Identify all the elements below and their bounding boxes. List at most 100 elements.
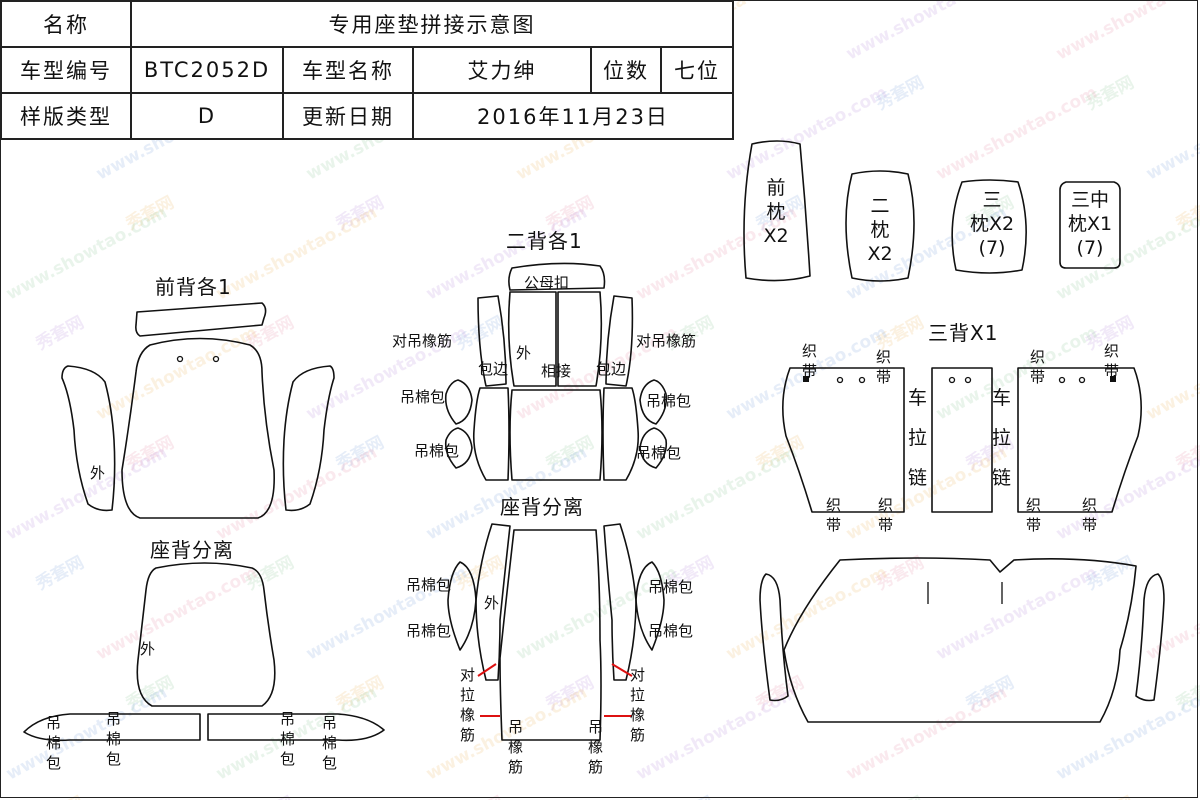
third-hole-5 xyxy=(1058,376,1066,384)
strap-mark-1 xyxy=(803,376,809,382)
strap-label-6: 织带 xyxy=(878,496,893,534)
svg-text:带: 带 xyxy=(1026,516,1041,534)
front-side-outside-label: 外 xyxy=(90,464,105,482)
front-cushion-outside-label: 外 xyxy=(140,640,155,658)
svg-text:X2: X2 xyxy=(763,225,788,247)
svg-text:筋: 筋 xyxy=(630,726,645,744)
hang-cotton-label-2d: 吊棉包 xyxy=(636,444,681,462)
svg-text:橡: 橡 xyxy=(588,738,603,756)
svg-text:棉: 棉 xyxy=(280,730,295,748)
front-back-hole-left xyxy=(176,355,184,363)
svg-text:橡: 橡 xyxy=(508,738,523,756)
update-label: 更新日期 xyxy=(282,92,414,140)
second-cushion-center xyxy=(499,529,602,741)
second-back-upper-left xyxy=(507,291,557,387)
second-hang-pad-right-2 xyxy=(639,427,668,469)
hang-rubber-right: 吊橡筋 xyxy=(588,718,603,776)
seat-back-separate-mid-title: 座背分离 xyxy=(500,495,584,519)
svg-text:吊: 吊 xyxy=(280,710,295,728)
strap-label-8: 织带 xyxy=(1082,496,1097,534)
svg-text:筋: 筋 xyxy=(588,758,603,776)
second-hang-pad-left-1 xyxy=(444,379,473,425)
template-label: 样版类型 xyxy=(0,92,132,140)
svg-text:枕X2: 枕X2 xyxy=(970,213,1014,235)
svg-text:带: 带 xyxy=(1104,362,1119,380)
svg-text:带: 带 xyxy=(876,368,891,386)
svg-text:橡: 橡 xyxy=(630,706,645,724)
pillow-third xyxy=(951,179,1027,274)
second-hang-pad-right-1 xyxy=(639,379,668,425)
hang-cotton-label-2b: 吊棉包 xyxy=(414,442,459,460)
update-date: 2016年11月23日 xyxy=(412,92,734,140)
seats-value: 七位 xyxy=(660,46,734,94)
svg-text:X2: X2 xyxy=(867,243,892,265)
svg-text:棉: 棉 xyxy=(106,730,121,748)
front-back-hole-right xyxy=(212,355,220,363)
wrap-edge-left: 包边 xyxy=(478,360,508,378)
arrow-pull-right xyxy=(611,663,633,677)
strap-label-4: 织带 xyxy=(1104,342,1119,380)
svg-text:织: 织 xyxy=(826,496,841,514)
seat-back-separate-left-title: 座背分离 xyxy=(150,538,234,562)
pillow-second xyxy=(845,170,915,282)
svg-text:拉: 拉 xyxy=(908,427,927,449)
svg-text:吊: 吊 xyxy=(588,718,603,736)
hang-cotton-label-3c: 吊棉包 xyxy=(648,578,693,596)
front-side-panel-left xyxy=(61,365,116,512)
svg-text:织: 织 xyxy=(876,348,891,366)
svg-text:带: 带 xyxy=(826,516,841,534)
strap-label-2: 织带 xyxy=(876,348,891,386)
svg-text:链: 链 xyxy=(908,467,927,489)
svg-text:对: 对 xyxy=(630,666,645,684)
second-side-lower-right xyxy=(602,387,640,481)
second-headrest-strip xyxy=(508,262,606,291)
template-value: D xyxy=(130,92,284,140)
svg-text:前: 前 xyxy=(766,177,785,199)
second-cushion-outside: 外 xyxy=(484,594,499,612)
model-name: 艾力绅 xyxy=(412,46,592,94)
second-back-lower-panel xyxy=(509,389,603,481)
svg-text:吊: 吊 xyxy=(46,714,61,732)
hang-cotton-label-3d: 吊棉包 xyxy=(648,622,693,640)
third-back-left-panel xyxy=(782,367,905,513)
buckle-label: 公母扣 xyxy=(524,274,569,292)
svg-text:(7): (7) xyxy=(1077,237,1104,259)
front-hang-label-2: 吊棉包 xyxy=(106,710,121,768)
svg-text:对: 对 xyxy=(460,666,475,684)
strap-label-5: 织带 xyxy=(826,496,841,534)
svg-text:车: 车 xyxy=(908,387,927,409)
third-hole-6 xyxy=(1078,376,1086,384)
svg-text:包: 包 xyxy=(46,754,61,772)
hang-cotton-label-2a: 吊棉包 xyxy=(400,388,445,406)
name-label: 名称 xyxy=(0,0,132,48)
svg-text:包: 包 xyxy=(280,750,295,768)
diagram-title: 专用座垫拼接示意图 xyxy=(130,0,734,48)
third-back-right-panel xyxy=(1017,367,1142,513)
front-side-panel-right xyxy=(282,365,335,512)
second-side-upper-left xyxy=(477,295,507,387)
svg-text:棉: 棉 xyxy=(322,734,337,752)
strap-label-3: 织带 xyxy=(1030,348,1045,386)
model-code-label: 车型编号 xyxy=(0,46,132,94)
front-hang-label-4: 吊棉包 xyxy=(322,714,337,772)
joint-label: 相接 xyxy=(541,362,571,380)
svg-text:吊: 吊 xyxy=(322,714,337,732)
wrap-edge-right: 包边 xyxy=(596,360,626,378)
hang-rubber-left: 吊橡筋 xyxy=(508,718,523,776)
svg-text:枕: 枕 xyxy=(766,201,785,223)
hang-cotton-label-3a: 吊棉包 xyxy=(406,576,451,594)
svg-text:织: 织 xyxy=(802,342,817,360)
third-hole-4 xyxy=(964,376,972,384)
zipper-label-left: 车拉链 xyxy=(908,387,927,489)
zipper-label-right: 车拉链 xyxy=(992,387,1011,489)
front-back-title: 前背各1 xyxy=(155,275,232,299)
seats-label: 位数 xyxy=(590,46,662,94)
model-code: BTC2052D xyxy=(130,46,284,94)
svg-text:(7): (7) xyxy=(979,237,1006,259)
